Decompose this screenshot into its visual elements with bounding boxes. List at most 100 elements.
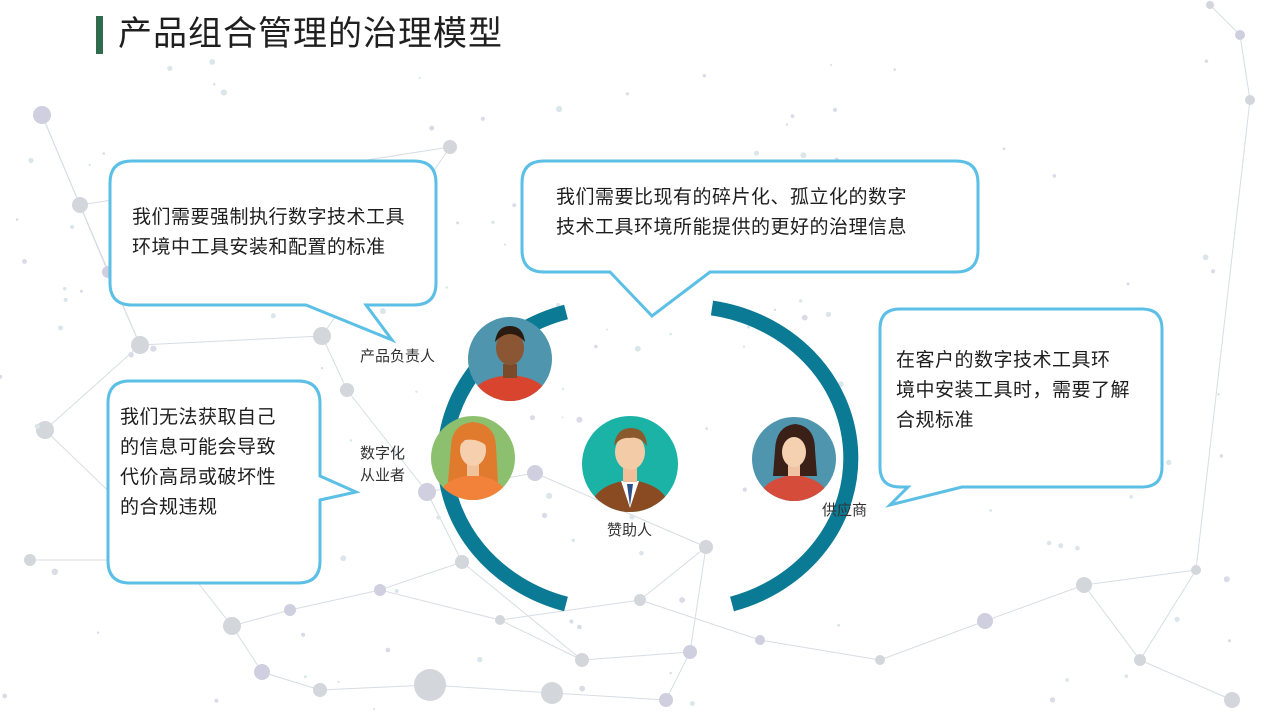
network-dot (634, 345, 641, 352)
network-dot (830, 64, 833, 66)
network-link (139, 335, 323, 346)
network-dot (213, 83, 216, 86)
network-link (639, 546, 707, 601)
network-dot (639, 550, 644, 556)
network-dot (15, 218, 19, 221)
network-dot (1058, 543, 1064, 549)
network-dot (373, 708, 375, 711)
bubble-line: 我们需要比现有的碎片化、孤立化的数字 (556, 186, 908, 208)
network-node (36, 421, 54, 439)
avatar-supplier (752, 417, 836, 501)
network-link (499, 619, 583, 661)
network-link (879, 620, 986, 661)
bubble-left (106, 379, 361, 585)
network-node (1191, 565, 1201, 575)
network-link (551, 692, 667, 701)
network-dot (214, 698, 219, 703)
network-dot (825, 311, 832, 318)
network-dot (303, 675, 307, 679)
network-dot (742, 487, 747, 492)
network-dot (669, 332, 672, 336)
network-dot (1219, 454, 1224, 458)
network-dot (702, 74, 706, 78)
network-dot (801, 314, 808, 321)
bubble-right-text: 在客户的数字技术工具环 境中安装工具时，需要了解 合规标准 (896, 345, 1130, 435)
network-dot (1217, 393, 1220, 396)
network-node (575, 653, 589, 667)
network-dot (340, 555, 347, 562)
network-link (461, 561, 583, 661)
network-node (254, 664, 270, 680)
network-dot (79, 289, 83, 293)
bubble-line: 境中安装工具时，需要了解 (896, 379, 1131, 401)
network-dot (51, 568, 58, 575)
network-dot (1211, 269, 1216, 274)
network-dot (577, 624, 582, 630)
network-dot (96, 631, 100, 634)
network-dot (70, 224, 75, 229)
network-link (639, 599, 761, 641)
avatar-product-owner (468, 317, 552, 401)
network-node (340, 383, 354, 397)
network-node (374, 584, 386, 596)
title-accent-bar (96, 16, 103, 54)
bubble-line: 合规标准 (896, 409, 975, 431)
network-dot (436, 515, 441, 520)
bubble-top-left (108, 159, 438, 344)
network-node (527, 465, 543, 481)
network-dot (456, 221, 460, 225)
network-link (1209, 4, 1241, 36)
network-dot (541, 512, 548, 519)
network-node (131, 336, 149, 354)
network-dot (837, 623, 841, 627)
network-dot (379, 308, 386, 315)
avatar-sponsor (582, 416, 678, 512)
network-dot (385, 647, 391, 653)
network-node (72, 197, 88, 213)
network-dot (2, 693, 8, 699)
network-link (581, 651, 691, 661)
network-dot (1052, 174, 1057, 178)
network-dot (0, 374, 3, 379)
network-link (321, 335, 348, 391)
network-dot (1204, 59, 1209, 63)
network-dot (1065, 678, 1070, 682)
network-link (379, 589, 501, 621)
bubble-line: 我们需要强制执行数字技术工具 (132, 206, 406, 228)
network-link (346, 389, 428, 493)
network-dot (63, 297, 68, 302)
network-dot (349, 439, 353, 442)
network-dot (576, 416, 583, 423)
network-dot (594, 344, 598, 349)
bubble-line: 环境中工具安装和配置的标准 (132, 236, 386, 258)
network-dot (128, 352, 134, 358)
network-link (665, 651, 691, 701)
network-dot (1049, 697, 1056, 703)
network-dot (1223, 576, 1230, 583)
network-node (24, 554, 36, 566)
network-dot (569, 619, 574, 624)
network-dot (689, 701, 695, 706)
ring-arc-right (710, 300, 859, 612)
network-dot (1002, 147, 1006, 151)
network-link (289, 589, 381, 611)
network-node (634, 594, 646, 606)
network-node (1076, 577, 1092, 593)
bubble-line: 技术工具环境所能提供的更好的治理信息 (556, 216, 908, 238)
network-dot (150, 345, 157, 352)
network-node (1134, 654, 1146, 666)
network-dot (1075, 545, 1080, 551)
network-link (1239, 34, 1251, 101)
network-node (495, 615, 505, 625)
network-dot (504, 243, 506, 246)
network-dot (790, 114, 795, 118)
network-link (689, 546, 707, 653)
network-dot (34, 423, 40, 429)
network-dot (301, 632, 306, 637)
network-node (1245, 95, 1255, 105)
network-dot (742, 345, 746, 348)
network-dot (679, 597, 685, 603)
network-node (699, 540, 713, 554)
network-link (231, 625, 263, 673)
